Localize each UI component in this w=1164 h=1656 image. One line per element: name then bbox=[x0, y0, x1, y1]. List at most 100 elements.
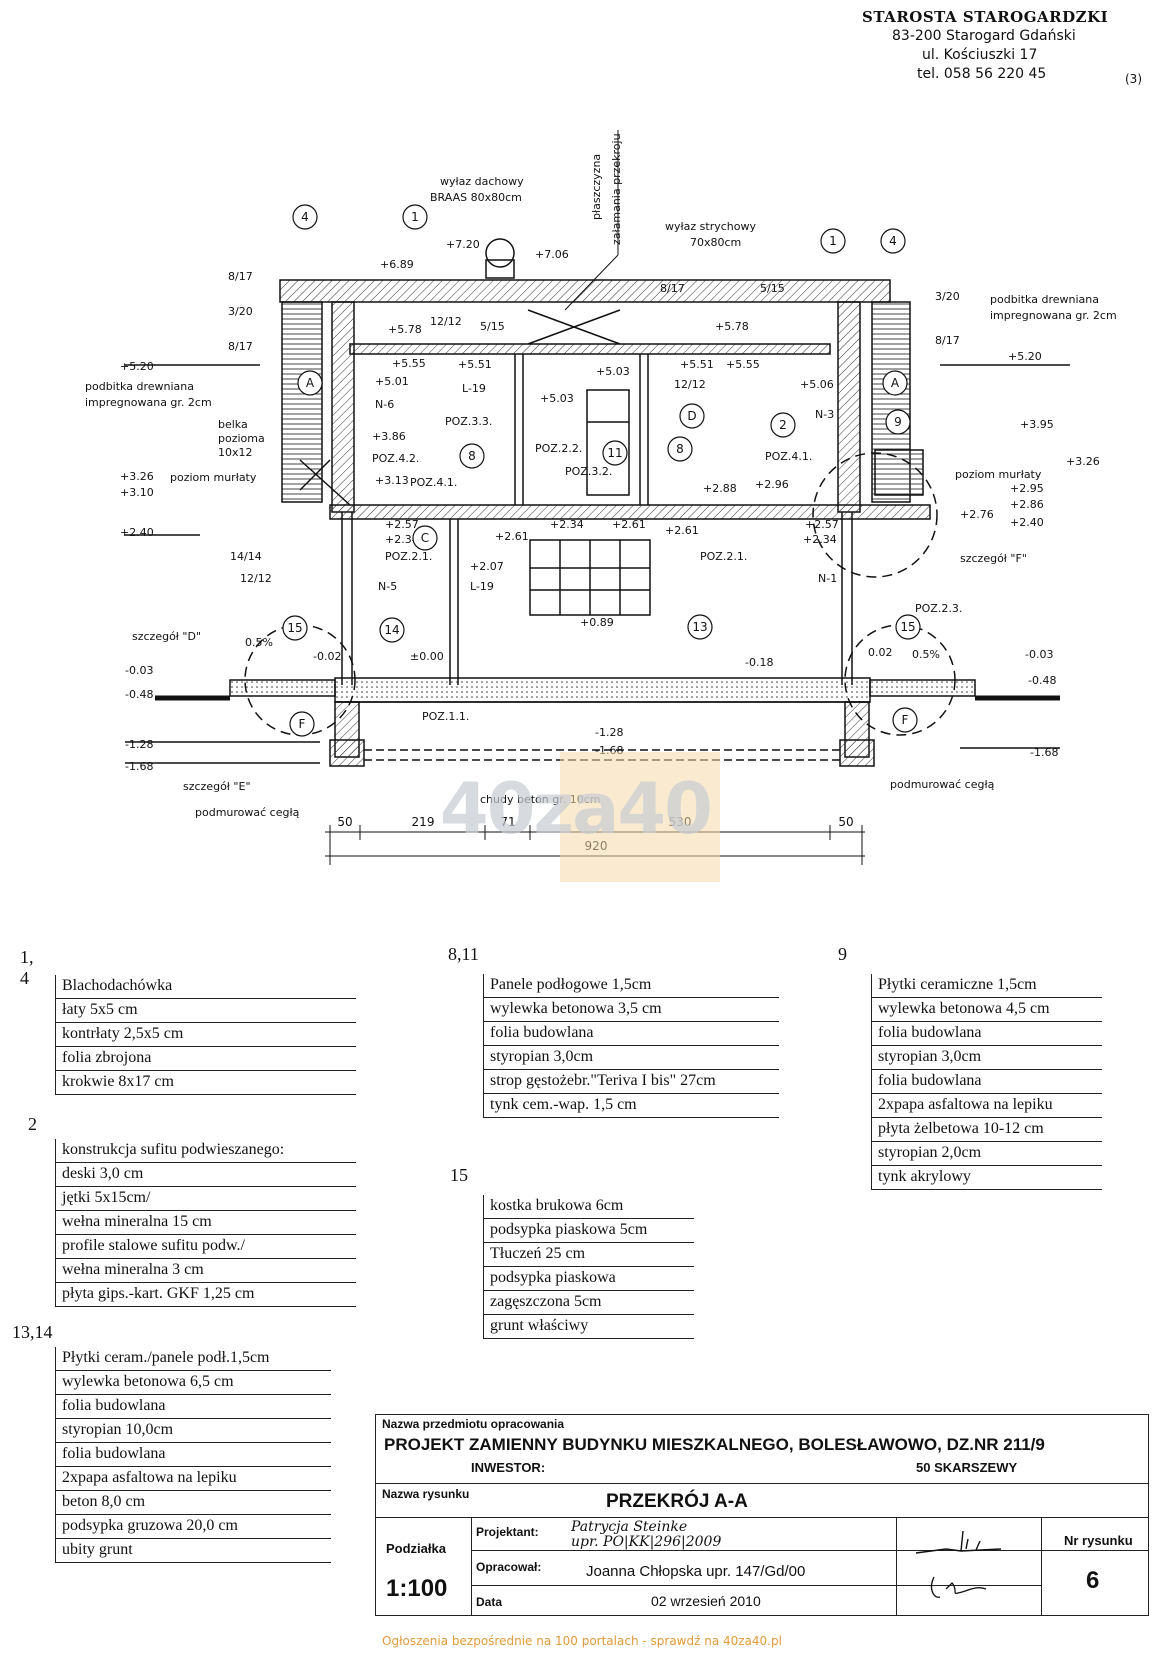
element-label: N-3 bbox=[815, 408, 834, 421]
spec-rows: Płytki ceram./panele podł.1,5cm wylewka … bbox=[55, 1347, 331, 1563]
stamp-street: ul. Kościuszki 17 bbox=[922, 47, 1038, 63]
section-svg: wyłaz dachowy BRAAS 80x80cm płaszczyzna … bbox=[85, 130, 1117, 865]
size-label: 3/20 bbox=[935, 290, 960, 303]
marker-label: 15 bbox=[287, 621, 302, 635]
marker-label: 13 bbox=[692, 620, 707, 634]
level-label: +0.89 bbox=[580, 616, 614, 629]
spec-item: styropian 3,0cm bbox=[484, 1046, 779, 1070]
label-beam-3: 10x12 bbox=[218, 446, 253, 459]
element-label: POZ.4.1. bbox=[765, 450, 812, 463]
level-label: ±0.00 bbox=[410, 650, 444, 663]
level-label: +2.76 bbox=[960, 508, 994, 521]
marker-label: 11 bbox=[607, 446, 622, 460]
spec-item: zagęszczona 5cm bbox=[484, 1291, 694, 1315]
marker-label: D bbox=[687, 409, 696, 423]
date-label: Data bbox=[476, 1595, 503, 1609]
spec-rows: kostka brukowa 6cm podsypka piaskowa 5cm… bbox=[483, 1195, 694, 1339]
spec-item: Blachodachówka bbox=[56, 975, 356, 999]
spec-item: ubity grunt bbox=[56, 1539, 331, 1563]
investor-label: INWESTOR: bbox=[471, 1460, 546, 1475]
spec-item: folia budowlana bbox=[872, 1022, 1102, 1046]
level-label: 0.02 bbox=[868, 646, 893, 659]
size-label: 8/17 bbox=[660, 282, 685, 295]
spec-item: grunt właściwy bbox=[484, 1315, 694, 1339]
label-wall-plate-r: poziom murłaty bbox=[955, 468, 1042, 481]
callout-markers: 4 1 1 4 A A C D 2 8 8 11 9 15 14 13 15 F… bbox=[282, 204, 921, 737]
element-label: N-6 bbox=[375, 398, 394, 411]
spec-item: wełna mineralna 3 cm bbox=[56, 1259, 356, 1283]
marker-label: 1 bbox=[411, 210, 419, 224]
stamp-office: STAROSTA STAROGARDZKI bbox=[862, 8, 1109, 26]
spec-number: 2 bbox=[28, 1114, 37, 1134]
prepared-label: Opracował: bbox=[476, 1560, 542, 1574]
level-label: -0.02 bbox=[313, 650, 341, 663]
level-label: +7.06 bbox=[535, 248, 569, 261]
size-label: 12/12 bbox=[674, 378, 706, 391]
left-siding bbox=[281, 301, 323, 503]
level-label: +2.95 bbox=[1010, 482, 1044, 495]
level-label: +2.61 bbox=[612, 518, 646, 531]
level-label: -1.68 bbox=[125, 760, 153, 773]
spec-item: podsypka piaskowa 5cm bbox=[484, 1219, 694, 1243]
level-label: +2.57 bbox=[385, 518, 419, 531]
date-value: 02 wrzesień 2010 bbox=[651, 1593, 761, 1609]
spec-item: konstrukcja sufitu podwieszanego: bbox=[56, 1139, 356, 1163]
spec-item: folia budowlana bbox=[56, 1395, 331, 1419]
spec-item: kostka brukowa 6cm bbox=[484, 1195, 694, 1219]
dim-label: 50 bbox=[838, 815, 853, 829]
level-label: +3.13 bbox=[375, 474, 409, 487]
level-label: -0.03 bbox=[1025, 648, 1053, 661]
spec-item: Płytki ceram./panele podł.1,5cm bbox=[56, 1347, 331, 1371]
size-label: 3/20 bbox=[228, 305, 253, 318]
spec-item: tynk cem.-wap. 1,5 cm bbox=[484, 1094, 779, 1118]
level-label: +5.03 bbox=[596, 365, 630, 378]
spec-item: kontrłaty 2,5x5 cm bbox=[56, 1023, 356, 1047]
designer-name: Patrycja Steinke bbox=[571, 1519, 688, 1535]
size-label: 5/15 bbox=[760, 282, 785, 295]
size-label: 12/12 bbox=[430, 315, 462, 328]
drawing-name: PRZEKRÓJ A-A bbox=[606, 1491, 748, 1512]
scale-label: Podziałka bbox=[386, 1541, 446, 1556]
stamp-address: 83-200 Starogard Gdański bbox=[892, 28, 1076, 44]
spec-item: styropian 10,0cm bbox=[56, 1419, 331, 1443]
element-label: POZ.2.1. bbox=[700, 550, 747, 563]
marker-label: F bbox=[902, 713, 909, 727]
marker-label: A bbox=[891, 376, 900, 390]
label-plane-2: załamania przekroju bbox=[610, 133, 623, 245]
spec-number: 8,11 bbox=[448, 944, 479, 964]
marker-label: 14 bbox=[384, 623, 399, 637]
element-label: N-5 bbox=[378, 580, 397, 593]
watermark: 40za40 bbox=[440, 768, 713, 850]
level-label: +5.06 bbox=[800, 378, 834, 391]
spec-rows: Płytki ceramiczne 1,5cm wylewka betonowa… bbox=[871, 974, 1102, 1190]
stamp-page-mark: (3) bbox=[1125, 72, 1142, 86]
subject-label: Nazwa przedmiotu opracowania bbox=[382, 1417, 565, 1431]
label-beam-1: belka bbox=[218, 418, 248, 431]
spec-item: folia budowlana bbox=[56, 1443, 331, 1467]
level-label: +5.20 bbox=[120, 360, 154, 373]
level-label: +5.55 bbox=[726, 358, 760, 371]
level-label: +5.01 bbox=[375, 375, 409, 388]
marker-label: 4 bbox=[889, 234, 897, 248]
spec-item: wylewka betonowa 3,5 cm bbox=[484, 998, 779, 1022]
element-label: POZ.2.2. bbox=[535, 442, 582, 455]
spec-item: Tłuczeń 25 cm bbox=[484, 1243, 694, 1267]
spec-number: 1, 4 bbox=[20, 947, 34, 988]
level-label: +2.34 bbox=[385, 533, 419, 546]
level-label: +6.89 bbox=[380, 258, 414, 271]
marker-label: 8 bbox=[468, 449, 476, 463]
spec-item: folia budowlana bbox=[484, 1022, 779, 1046]
level-label: +2.34 bbox=[550, 518, 584, 531]
level-label: +5.78 bbox=[715, 320, 749, 333]
label-detail-f: szczegół "F" bbox=[960, 552, 1027, 565]
label-soffit-l1: podbitka drewniana bbox=[85, 380, 194, 393]
size-label: 8/17 bbox=[935, 334, 960, 347]
project-title: PROJEKT ZAMIENNY BUDYNKU MIESZKALNEGO, B… bbox=[384, 1435, 1045, 1454]
spec-item: Płytki ceramiczne 1,5cm bbox=[872, 974, 1102, 998]
spec-item: podsypka gruzowa 20,0 cm bbox=[56, 1515, 331, 1539]
level-label: +2.40 bbox=[1010, 516, 1044, 529]
label-roof-hatch-size: BRAAS 80x80cm bbox=[430, 191, 522, 204]
size-label: 8/17 bbox=[228, 270, 253, 283]
scale-value: 1:100 bbox=[386, 1575, 448, 1602]
label-detail-e: szczegół "E" bbox=[183, 780, 251, 793]
